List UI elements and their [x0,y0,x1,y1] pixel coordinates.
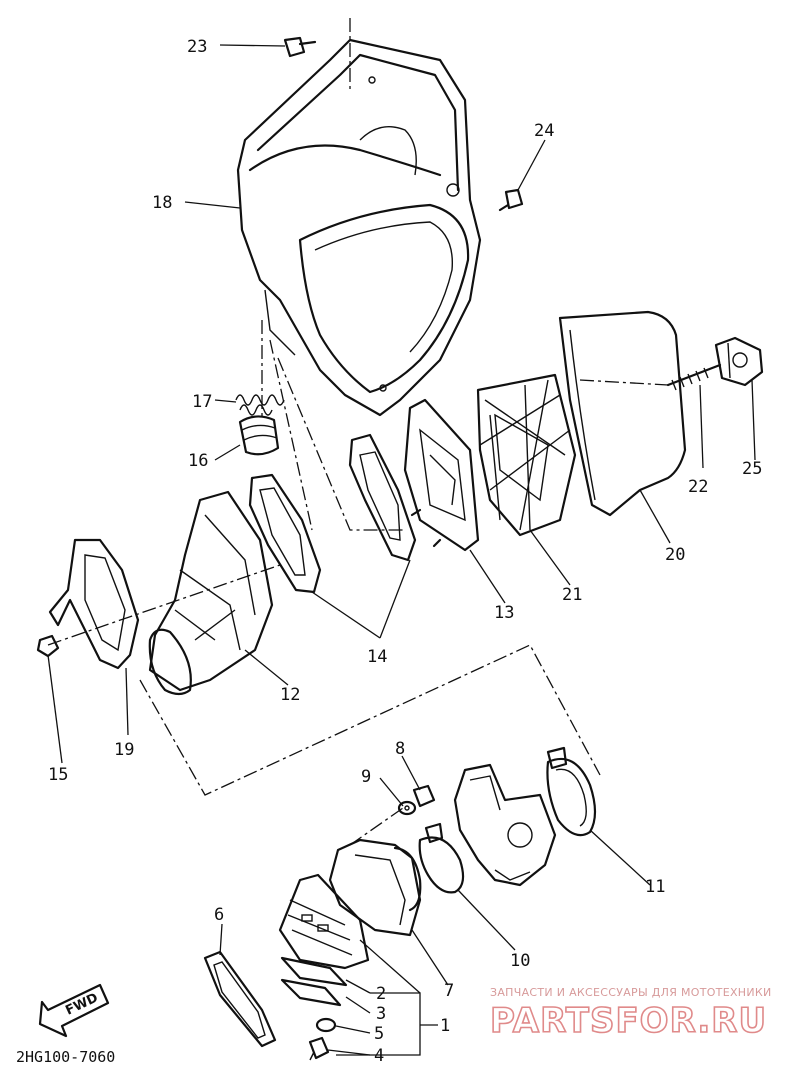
callout-3: 3 [376,1004,386,1024]
callout-1: 1 [440,1016,450,1036]
callout-5: 5 [374,1024,384,1044]
clamp-11 [546,746,597,837]
bolt-24 [498,188,524,212]
bolt-8 [412,784,436,808]
assembly-lines [47,18,669,846]
callout-11: 11 [645,877,665,897]
clamp-10 [418,822,465,894]
reed-valve-1 [278,873,370,970]
washer-9 [397,800,417,816]
callout-10: 10 [510,951,530,971]
air-box-case [236,38,482,417]
watermark-subtitle: ЗАПЧАСТИ И АКСЕССУАРЫ ДЛЯ МОТОТЕХНИКИ [490,986,772,999]
leader-lines [47,44,756,1056]
callout-8: 8 [395,739,405,759]
callout-24: 24 [534,121,554,141]
callout-20: 20 [665,545,685,565]
callout-4: 4 [374,1046,384,1066]
gasket-14-lower [248,473,322,594]
carburetor [453,763,557,887]
callout-12: 12 [280,685,300,705]
callout-13: 13 [494,603,514,623]
hose-joint-16 [238,415,280,456]
diagram-code: 2HG100-7060 [16,1048,115,1066]
callout-18: 18 [152,193,172,213]
watermark-brand: PARTSFOR.RU [490,1001,767,1041]
fwd-arrow-icon: FWD [38,983,110,1038]
callout-14: 14 [367,647,387,667]
callout-9: 9 [361,767,371,787]
callout-17: 17 [192,392,212,412]
stopper-3 [280,978,342,1007]
filter-seat-13 [403,398,480,552]
gasket-14-upper [348,433,417,562]
callout-22: 22 [688,477,708,497]
joint-plate-19 [48,538,140,670]
callout-23: 23 [187,37,207,57]
screw-4 [308,1036,330,1061]
wing-nut-25 [714,336,764,387]
reed-plate-2 [280,956,348,987]
callout-labels: 23 18 24 17 16 22 25 20 21 13 14 12 19 1… [48,37,762,1066]
callout-7: 7 [444,981,454,1001]
callout-2: 2 [376,984,386,1004]
watermark: ЗАПЧАСТИ И АКСЕССУАРЫ ДЛЯ МОТОТЕХНИКИ PA… [489,986,772,1042]
air-filter-element [558,310,687,517]
manifold-7 [328,838,422,937]
washer-5 [315,1017,337,1033]
filter-guide-21 [476,373,577,537]
callout-19: 19 [114,740,134,760]
callout-21: 21 [562,585,582,605]
filter-bolt-22 [666,363,722,391]
air-duct-12 [148,490,274,696]
callout-6: 6 [214,905,224,925]
bolt-23 [283,36,317,58]
callout-25: 25 [742,459,762,479]
callout-16: 16 [188,451,208,471]
nut-15 [36,634,60,658]
callout-15: 15 [48,765,68,785]
gasket-6 [203,950,277,1048]
clamp-spring-17 [235,394,285,416]
